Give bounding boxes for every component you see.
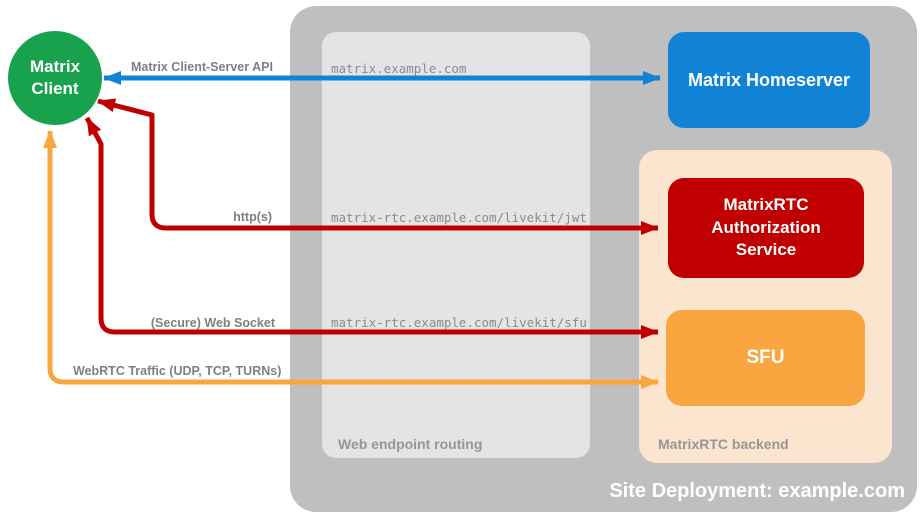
https-label: http(s) bbox=[233, 210, 272, 224]
matrixrtc-backend-caption: MatrixRTC backend bbox=[658, 436, 789, 452]
endpoint-livekit-jwt: matrix-rtc.example.com/livekit/jwt bbox=[331, 210, 587, 225]
matrix-homeserver-node: Matrix Homeserver bbox=[668, 32, 870, 128]
sfu-node: SFU bbox=[666, 310, 865, 406]
secure-web-socket-label: (Secure) Web Socket bbox=[150, 316, 275, 330]
endpoint-matrix-example-com: matrix.example.com bbox=[331, 61, 467, 76]
endpoint-livekit-sfu: matrix-rtc.example.com/livekit/sfu bbox=[331, 315, 587, 330]
webrtc-traffic-label: WebRTC Traffic (UDP, TCP, TURNs) bbox=[73, 364, 282, 378]
web-endpoint-routing-caption: Web endpoint routing bbox=[338, 436, 483, 452]
matrix-client-node: Matrix Client bbox=[8, 31, 102, 125]
matrix-homeserver-label: Matrix Homeserver bbox=[687, 69, 851, 90]
matrixrtc-authorization-service-label: MatrixRTC Authorization Service bbox=[711, 194, 821, 260]
site-deployment-caption: Site Deployment: example.com bbox=[609, 480, 905, 502]
matrix-client-label: Matrix Client bbox=[29, 56, 81, 98]
matrixrtc-authorization-service-node: MatrixRTC Authorization Service bbox=[668, 178, 864, 278]
matrix-client-server-api-label: Matrix Client-Server API bbox=[131, 60, 273, 74]
sfu-label: SFU bbox=[746, 347, 785, 368]
web-endpoint-routing-panel bbox=[322, 32, 590, 458]
